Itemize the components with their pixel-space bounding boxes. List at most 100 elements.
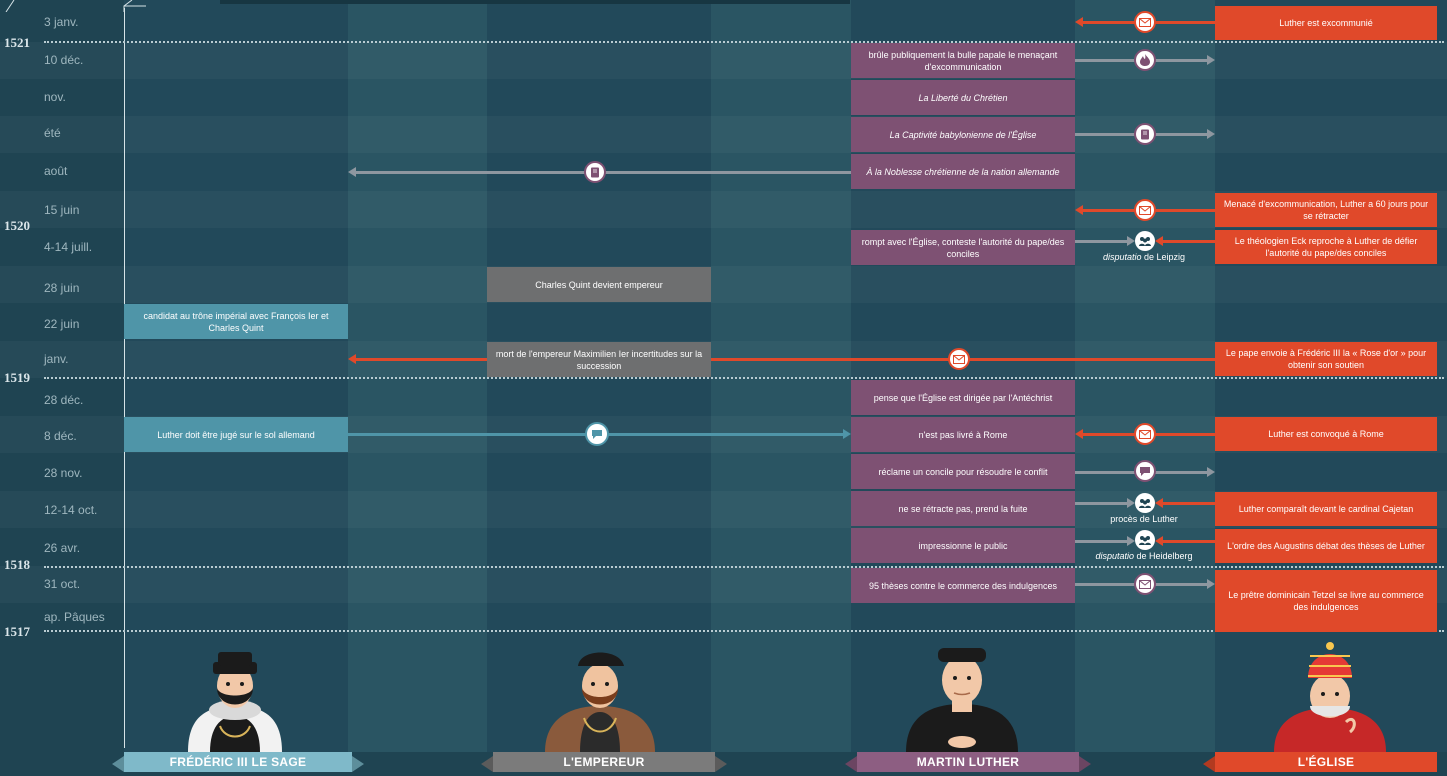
axis-top-cap — [5, 0, 146, 12]
date-label: août — [44, 164, 68, 178]
banner-tail — [481, 756, 493, 772]
year-label: 1518 — [4, 557, 30, 572]
event-frederic: candidat au trône impérial avec François… — [124, 304, 348, 339]
event-eglise: Luther comparaît devant le cardinal Caje… — [1215, 492, 1437, 526]
event-luther: 95 thèses contre le commerce des indulge… — [851, 568, 1075, 603]
speech-bubble-icon — [1134, 460, 1156, 482]
banner-tail — [845, 756, 857, 772]
event-eglise: Le prêtre dominicain Tetzel se livre au … — [1215, 570, 1437, 632]
envelope-icon — [1134, 423, 1156, 445]
column-title-luther-label: MARTIN LUTHER — [916, 755, 1020, 769]
banner-tail — [1079, 756, 1091, 772]
date-label: 12-14 oct. — [44, 503, 98, 517]
fire-icon — [1134, 49, 1156, 71]
date-label: 28 juin — [44, 281, 80, 295]
banner-tail — [1203, 756, 1215, 772]
event-luther: pense que l'Église est dirigée par l'Ant… — [851, 380, 1075, 415]
year-label: 1519 — [4, 370, 30, 385]
portrait-frederic — [188, 652, 282, 752]
envelope-icon — [948, 348, 970, 370]
event-luther: rompt avec l'Église, conteste l'autorité… — [851, 230, 1075, 265]
date-label: 4-14 juill. — [44, 240, 93, 254]
event-empereur: mort de l'empereur Maximilien Ier incert… — [487, 342, 711, 377]
date-label: 28 nov. — [44, 466, 83, 480]
date-label: 31 oct. — [44, 577, 81, 591]
event-eglise: L'ordre des Augustins débat des thèses d… — [1215, 529, 1437, 563]
people-icon — [1135, 231, 1155, 251]
arrow-grey — [1075, 236, 1135, 246]
column-title-frederic: FRÉDÉRIC III LE SAGE — [112, 752, 364, 772]
year-separator — [44, 377, 1444, 379]
banner-tail — [352, 756, 364, 772]
banner-tail — [715, 756, 727, 772]
people-icon — [1135, 530, 1155, 550]
date-label: été — [44, 126, 61, 140]
event-luther: réclame un concile pour résoudre le conf… — [851, 454, 1075, 489]
date-label: 10 déc. — [44, 53, 84, 67]
year-label: 1521 — [4, 35, 30, 50]
row-shade — [0, 42, 1447, 79]
arrow-red — [1155, 536, 1215, 546]
arrow-red — [1155, 236, 1215, 246]
event-eglise: Le pape envoie à Frédéric III la « Rose … — [1215, 342, 1437, 376]
event-eglise: Menacé d'excommunication, Luther a 60 jo… — [1215, 193, 1437, 227]
envelope-icon — [1134, 573, 1156, 595]
event-luther: n'est pas livré à Rome — [851, 417, 1075, 452]
event-frederic: Luther doit être jugé sur le sol alleman… — [124, 417, 348, 452]
portrait-luther — [906, 648, 1018, 752]
arrow-grey — [1075, 498, 1135, 508]
envelope-icon — [1134, 199, 1156, 221]
date-label: 8 déc. — [44, 429, 77, 443]
band-frederic — [124, 0, 348, 752]
event-luther: La Liberté du Chrétien — [851, 80, 1075, 115]
column-title-frederic-label: FRÉDÉRIC III LE SAGE — [169, 755, 307, 769]
arrow-red — [348, 354, 1215, 364]
year-separator — [44, 566, 1444, 568]
row-shade — [0, 266, 1447, 303]
banner-tail — [112, 756, 124, 772]
event-empereur: Charles Quint devient empereur — [487, 267, 711, 302]
year-separator — [44, 41, 1444, 43]
envelope-icon — [1134, 11, 1156, 33]
date-label: janv. — [44, 352, 69, 366]
arrow-grey — [1075, 536, 1135, 546]
year-separator — [44, 630, 1444, 632]
speech-bubble-icon — [585, 422, 609, 446]
event-eglise: Le théologien Eck reproche à Luther de d… — [1215, 230, 1437, 264]
year-label: 1517 — [4, 624, 30, 639]
date-label: 28 déc. — [44, 393, 84, 407]
column-title-empereur: L'EMPEREUR — [481, 752, 727, 772]
column-title-luther: MARTIN LUTHER — [845, 752, 1091, 772]
column-title-eglise: L'ÉGLISE — [1203, 752, 1437, 772]
band-gap2 — [711, 0, 851, 752]
date-label: 26 avr. — [44, 541, 81, 555]
icon-caption-leipzig: disputatio de Leipzig — [1102, 252, 1186, 262]
book-icon — [584, 161, 606, 183]
event-eglise: Luther est convoqué à Rome — [1215, 417, 1437, 451]
event-luther: La Captivité babylonienne de l'Église — [851, 117, 1075, 152]
column-title-eglise-label: L'ÉGLISE — [1297, 755, 1355, 769]
icon-caption-heidelberg: disputatio de Heidelberg — [1095, 551, 1193, 561]
date-label: 3 janv. — [44, 15, 79, 29]
event-luther: impressionne le public — [851, 528, 1075, 563]
column-title-empereur-label: L'EMPEREUR — [563, 755, 645, 769]
date-label: 15 juin — [44, 203, 80, 217]
portrait-eglise — [1274, 642, 1386, 752]
date-label: nov. — [44, 90, 66, 104]
icon-caption-proces: procès de Luther — [1110, 514, 1178, 524]
event-luther: À la Noblesse chrétienne de la nation al… — [851, 154, 1075, 189]
event-luther: brûle publiquement la bulle papale le me… — [851, 43, 1075, 78]
date-label: ap. Pâques — [44, 610, 105, 624]
event-luther: ne se rétracte pas, prend la fuite — [851, 491, 1075, 526]
book-icon — [1134, 123, 1156, 145]
arrow-red — [1155, 498, 1215, 508]
year-label: 1520 — [4, 218, 30, 233]
people-icon — [1135, 493, 1155, 513]
event-eglise: Luther est excommunié — [1215, 6, 1437, 40]
row-shade — [0, 116, 1447, 153]
date-label: 22 juin — [44, 317, 80, 331]
portrait-empereur — [545, 652, 655, 752]
band-gap1 — [348, 0, 487, 752]
top-border-line — [220, 0, 850, 4]
